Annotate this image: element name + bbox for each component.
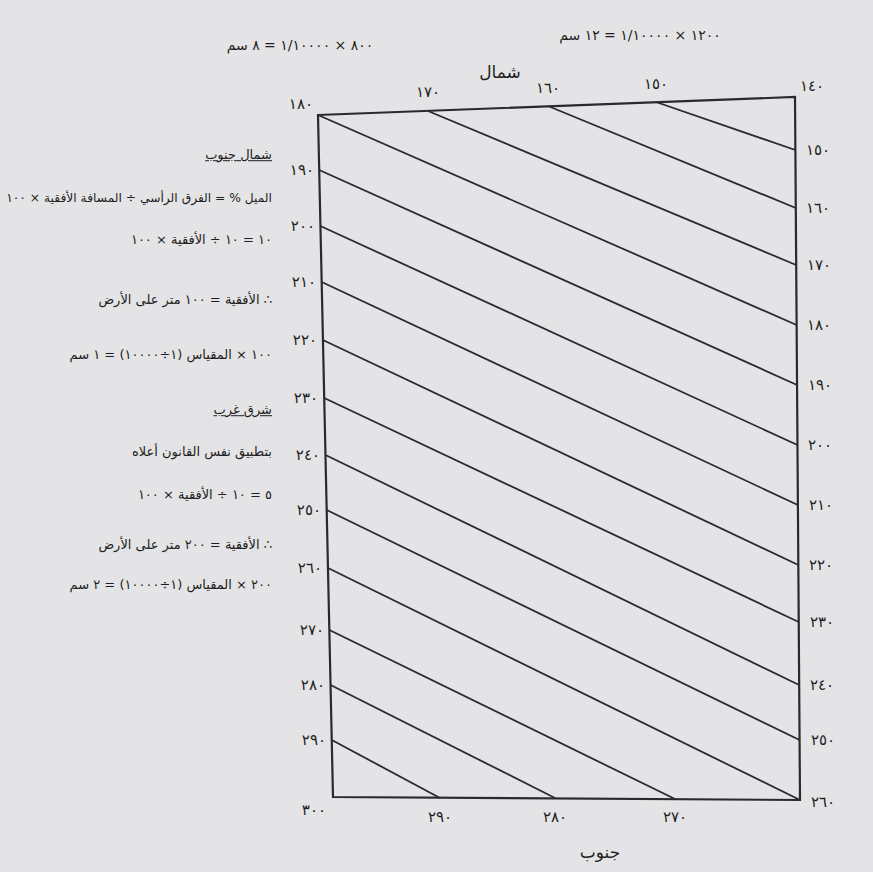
- map-frame: [318, 97, 800, 800]
- contour-value: ٢٤٠: [810, 676, 834, 694]
- contour-value: ٢١٠: [809, 496, 833, 514]
- direction-label: جنوب: [580, 842, 620, 862]
- contour-value: ٢٥٠: [811, 731, 835, 749]
- contour-value: ١٤٠: [800, 77, 824, 95]
- contour-value: ١٩٠: [808, 376, 832, 394]
- contour-value: ٣٠٠: [302, 801, 326, 819]
- note-line: ٥ = ١٠ ÷ الأفقية × ١٠٠: [138, 487, 272, 503]
- contour-value: ١٧٠: [416, 83, 440, 101]
- contour-value: ١٦٠: [536, 79, 560, 97]
- note-heading: شرق غرب: [214, 402, 273, 418]
- contour-value: ١٨٠: [289, 95, 313, 113]
- note-heading: شمال جنوب: [205, 147, 272, 163]
- contour-value: ٢٢٠: [293, 331, 317, 349]
- contour-value: ١٩٠: [290, 161, 314, 179]
- contour-value: ٢٣٠: [810, 613, 834, 631]
- note-line: ١٠٠ × المقياس (١÷١٠٠٠٠) = ١ سم: [70, 347, 272, 363]
- contour-value: ٢٤٠: [296, 446, 320, 464]
- contour-lines: [318, 102, 800, 800]
- contour-value: ٢٣٠: [294, 389, 318, 407]
- contour-value: ١٨٠: [807, 316, 831, 334]
- contour-value: ٢٠٠: [291, 217, 315, 235]
- contour-value: ٢٧٠: [663, 808, 687, 826]
- note-line: ١٠ = ١٠ ÷ الأفقية × ١٠٠: [131, 232, 272, 248]
- contour-value: ٢٦٠: [811, 793, 835, 811]
- note-line: الميل % = الفرق الرأسي ÷ المسافة الأفقية…: [6, 191, 272, 206]
- contour-value: ٢٧٠: [300, 621, 324, 639]
- contour-value: ٢٠٠: [808, 436, 832, 454]
- contour-value: ١٥٠: [806, 141, 830, 159]
- direction-label: شمال: [479, 62, 521, 82]
- contour-value: ٢١٠: [292, 273, 316, 291]
- contour-value: ٢٢٠: [809, 556, 833, 574]
- contour-value: ١٧٠: [807, 256, 831, 274]
- scale-calc: ٨٠٠ × ١/١٠٠٠٠ = ٨ سم: [227, 37, 374, 54]
- contour-value: ٢٨٠: [543, 808, 567, 826]
- contour-value: ٢٦٠: [298, 559, 322, 577]
- scale-calc: ١٢٠٠ × ١/١٠٠٠٠ = ١٢ سم: [559, 27, 721, 44]
- contour-value: ١٦٠: [806, 199, 830, 217]
- note-line: بتطبيق نفس القانون أعلاه: [132, 444, 272, 460]
- contour-value: ٢٩٠: [302, 731, 326, 749]
- contour-value: ١٥٠: [644, 75, 668, 93]
- contour-value: ٢٩٠: [428, 808, 452, 826]
- contour-value: ٢٥٠: [297, 501, 321, 519]
- note-line: ٢٠٠ × المقياس (١÷١٠٠٠٠) = ٢ سم: [70, 577, 272, 593]
- note-line: ∴ الأفقية = ١٠٠ متر على الأرض: [98, 292, 272, 308]
- note-line: ∴ الأفقية = ٢٠٠ متر على الأرض: [98, 537, 272, 553]
- contour-value: ٢٨٠: [301, 676, 325, 694]
